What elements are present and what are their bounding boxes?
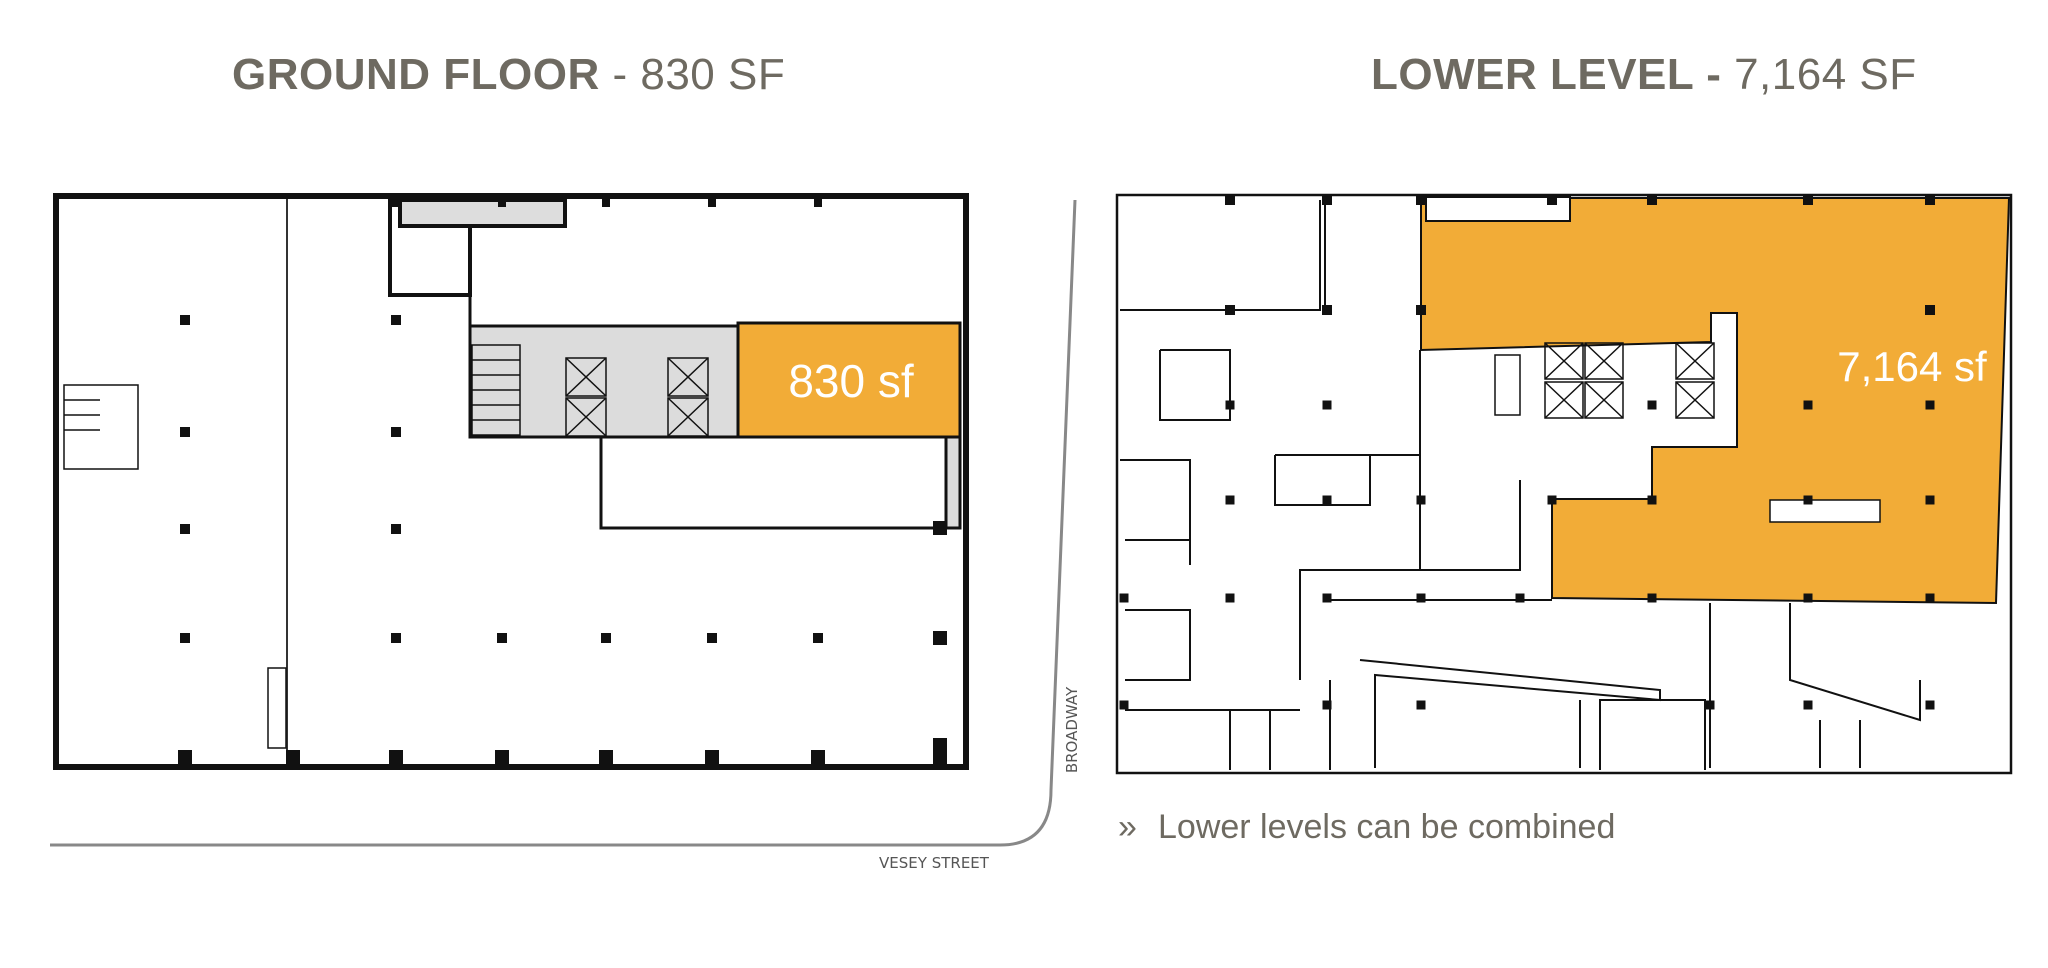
- lower-level-highlight-label: 7,164 sf: [1837, 343, 1987, 390]
- column: [1925, 495, 1935, 505]
- column: [391, 315, 401, 325]
- ground-floor-outline: [53, 193, 969, 770]
- column: [933, 631, 947, 645]
- column: [933, 738, 947, 752]
- column: [495, 750, 509, 764]
- ground-floor-stair: [63, 384, 287, 749]
- column: [1225, 400, 1235, 410]
- column: [813, 633, 823, 643]
- column: [180, 315, 190, 325]
- lower-level-title: LOWER LEVEL - 7,164 SF: [1371, 50, 1917, 100]
- column: [1647, 495, 1657, 505]
- street-curb: [50, 199, 1077, 847]
- column: [811, 750, 825, 764]
- column: [1322, 700, 1332, 710]
- column: [389, 750, 403, 764]
- column: [1925, 195, 1935, 205]
- lower-level-title-bold: LOWER LEVEL -: [1371, 50, 1722, 99]
- ground-floor-shaft: [398, 198, 567, 228]
- column: [1647, 400, 1657, 410]
- column: [1416, 700, 1426, 710]
- column: [1322, 400, 1332, 410]
- lower-level-columns: [1119, 195, 1935, 710]
- column: [1225, 305, 1235, 315]
- column: [1925, 400, 1935, 410]
- column: [707, 633, 717, 643]
- ground-floor-columns: [178, 199, 947, 764]
- chevron-bullet-icon: »: [1118, 808, 1137, 846]
- ground-floor-title: GROUND FLOOR - 830 SF: [232, 50, 785, 100]
- column: [814, 199, 822, 207]
- column: [391, 633, 401, 643]
- column: [1515, 593, 1525, 603]
- combine-note: » Lower levels can be combined: [1118, 808, 1615, 847]
- ground-floor-title-bold: GROUND FLOOR: [232, 50, 600, 99]
- lower-level-walls: [1120, 200, 1921, 770]
- column: [286, 750, 300, 764]
- lower-level-shaft: [1425, 196, 1571, 222]
- column: [180, 427, 190, 437]
- combine-note-text: Lower levels can be combined: [1158, 808, 1616, 846]
- column: [1925, 305, 1935, 315]
- column: [180, 633, 190, 643]
- column: [1705, 700, 1715, 710]
- column: [180, 524, 190, 534]
- column: [1119, 700, 1129, 710]
- column: [1416, 495, 1426, 505]
- ground-floor-highlight-label: 830 sf: [788, 355, 914, 407]
- column: [1547, 195, 1557, 205]
- column: [599, 750, 613, 764]
- column: [933, 750, 947, 764]
- column: [497, 633, 507, 643]
- column: [601, 633, 611, 643]
- ground-floor-stair: [471, 344, 521, 436]
- column: [178, 750, 192, 764]
- column: [391, 427, 401, 437]
- column: [1416, 195, 1426, 205]
- ground-floor-elevators: [565, 357, 709, 437]
- column: [1647, 593, 1657, 603]
- column: [705, 750, 719, 764]
- column: [1416, 305, 1426, 315]
- column: [391, 524, 401, 534]
- column: [1803, 700, 1813, 710]
- column: [1225, 195, 1235, 205]
- vesey-street-label: VESEY STREET: [879, 854, 990, 872]
- column: [1416, 593, 1426, 603]
- ground-floor-area: - 830 SF: [599, 50, 786, 99]
- column: [708, 199, 716, 207]
- ground-floor-plan: 830 sf VESEY STREET BROADWAY: [50, 193, 1081, 872]
- column: [1647, 195, 1657, 205]
- broadway-label: BROADWAY: [1063, 686, 1081, 773]
- lower-level-area: 7,164 SF: [1721, 50, 1917, 99]
- ground-floor-highlight: [736, 321, 962, 439]
- column: [1322, 195, 1332, 205]
- lower-level-elevators: [1494, 342, 1881, 523]
- lower-level-plan: 7,164 sf: [1115, 193, 2013, 775]
- column: [1322, 593, 1332, 603]
- column: [1322, 495, 1332, 505]
- column: [498, 199, 506, 207]
- column: [1803, 400, 1813, 410]
- column: [1322, 305, 1332, 315]
- column: [1225, 495, 1235, 505]
- column: [1547, 495, 1557, 505]
- column: [933, 521, 947, 535]
- column: [392, 199, 400, 207]
- column: [1925, 700, 1935, 710]
- column: [1803, 495, 1813, 505]
- column: [1119, 593, 1129, 603]
- column: [602, 199, 610, 207]
- column: [1803, 593, 1813, 603]
- column: [1925, 593, 1935, 603]
- column: [1803, 195, 1813, 205]
- column: [1225, 593, 1235, 603]
